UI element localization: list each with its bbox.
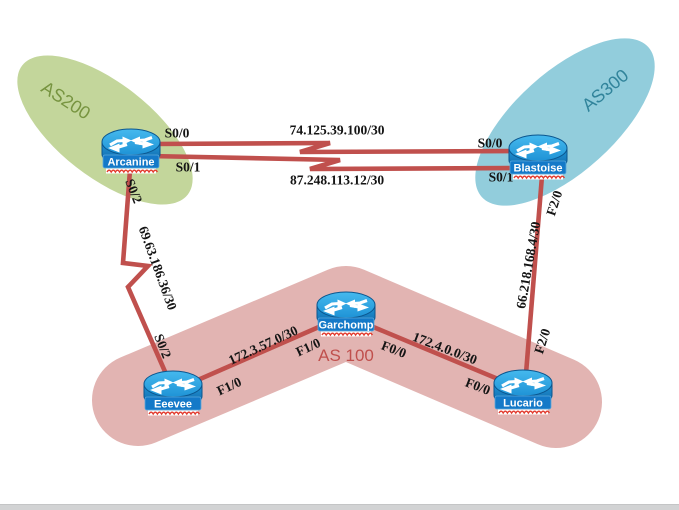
router-lucario[interactable]: Lucario	[493, 369, 553, 415]
arrow-out-left-icon	[515, 149, 527, 159]
link-arcanine-blastoise-upper	[149, 140, 513, 155]
net-arcanine-eeevee: 69.63.186.36/30	[136, 224, 180, 312]
arrow-in-left-icon	[337, 299, 347, 308]
router-name-plate	[509, 160, 567, 175]
arrow-out-right-icon	[549, 146, 561, 155]
router-blastoise[interactable]: Blastoise	[508, 134, 568, 180]
net-arcanine-blastoise-upper: 74.125.39.100/30	[290, 123, 385, 138]
arrow-in-right-icon	[180, 378, 195, 385]
router-garchomp[interactable]: Garchomp	[316, 291, 376, 337]
arrow-out-right-icon	[184, 382, 196, 391]
link-eeevee-garchomp	[174, 313, 345, 393]
arrow-in-left-icon	[151, 380, 167, 389]
arrow-out-left-icon	[150, 385, 162, 395]
router-name: Blastoise	[514, 162, 563, 174]
router-name: Arcanine	[107, 156, 154, 168]
arrow-in-left-icon	[164, 378, 174, 387]
router-top	[101, 128, 161, 156]
arrow-in-left-icon	[324, 301, 340, 310]
squiggle-underline-icon	[106, 169, 159, 174]
link-blastoise-lucario	[522, 175, 545, 387]
arrow-in-right-icon	[545, 142, 560, 149]
arrow-in-left-icon	[122, 136, 132, 145]
router-eeevee[interactable]: Eeevee	[143, 370, 203, 416]
window-bottom-edge	[0, 504, 679, 510]
arrow-in-right-icon	[530, 377, 545, 384]
arrow-in-left-icon	[501, 379, 517, 388]
arrow-out-right-icon	[534, 381, 546, 390]
arrow-out-right-icon	[357, 303, 369, 312]
links-layer	[120, 140, 545, 393]
router-top	[508, 134, 568, 162]
router-top	[316, 291, 376, 319]
squiggle-underline-icon	[513, 175, 566, 180]
if-blastoise-s0-1: S0/1	[489, 170, 514, 185]
router-arcanine[interactable]: Arcanine	[101, 128, 161, 174]
if-blastoise-s0-0: S0/0	[478, 136, 503, 151]
arrow-in-left-icon	[109, 138, 125, 147]
as-region-as300	[475, 38, 655, 206]
arrow-out-left-icon	[323, 306, 335, 316]
link-garchomp-lucario	[346, 313, 523, 392]
if-arcanine-s0-0: S0/0	[165, 126, 190, 141]
router-top	[493, 369, 553, 397]
arrow-out-left-icon	[500, 384, 512, 394]
arrow-in-right-icon	[138, 136, 153, 143]
squiggle-underline-icon	[321, 332, 374, 337]
net-blastoise-lucario: 66.218.168.4/30	[513, 220, 543, 310]
arrow-in-left-icon	[529, 142, 539, 151]
arrow-out-right-icon	[142, 140, 154, 149]
link-arcanine-eeevee	[120, 169, 173, 384]
arrow-out-left-icon	[108, 143, 120, 153]
squiggle-underline-icon	[148, 411, 201, 416]
router-name-plate	[494, 395, 552, 410]
router-name: Lucario	[503, 397, 543, 409]
squiggle-underline-icon	[498, 410, 551, 415]
as-label-as100: AS 100	[318, 346, 374, 365]
net-arcanine-blastoise-lower: 87.248.113.12/30	[290, 173, 384, 188]
router-name: Garchomp	[318, 319, 373, 331]
arrow-in-right-icon	[353, 299, 368, 306]
link-arcanine-blastoise-lower	[149, 153, 513, 172]
router-name: Eeevee	[154, 398, 192, 410]
router-top	[143, 370, 203, 398]
router-name-plate	[144, 396, 202, 411]
as-regions-layer	[17, 38, 655, 448]
if-arcanine-s0-1: S0/1	[176, 160, 201, 175]
router-name-plate	[102, 154, 160, 169]
router-name-plate	[317, 317, 375, 332]
arrow-in-left-icon	[514, 377, 524, 386]
arrow-in-left-icon	[516, 144, 532, 153]
